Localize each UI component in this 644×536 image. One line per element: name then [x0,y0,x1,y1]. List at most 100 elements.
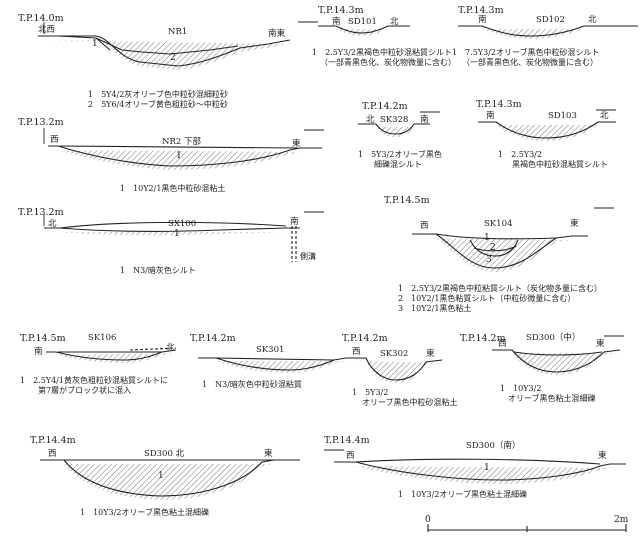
sk302-name: SK302 [380,349,409,359]
sk104-legend-3: 3 10Y2/1黒色粘土 [398,304,472,313]
sd300n-legend-1: 1 10Y3/2オリーブ黒色粘土混細礫 [80,508,209,517]
nr1-layer-2: 2 [170,53,176,63]
sd103-right-dir: 北 [600,111,609,121]
sd101-legend-1: 1 2.5Y3/2黒褐色中粒砂混粘質シルト [312,48,452,57]
sd300m-left-dir: 西 [498,339,507,349]
scale-bar-line [427,524,627,532]
sd102-profile [458,25,638,39]
sd101-left-dir: 南 [332,17,341,27]
nr1-legend-1: 1 5Y4/2灰オリーブ色中粒砂混細粒砂 [88,90,228,99]
sd300n-name: SD300 北 [144,449,185,459]
sk328-profile [358,123,430,137]
sx100-profile [44,221,300,262]
sd101-tp-label: T.P.14.3m [318,5,364,16]
sd102-left-dir: 南 [478,15,487,25]
nr2-name: NR2 下部 [162,137,201,147]
sd300s-legend-1: 1 10Y3/2オリーブ黒色粘土混細礫 [398,490,527,499]
nr2-right-dir: 東 [292,139,301,149]
sd300m-legend-1: 1 10Y3/2 [500,384,542,393]
sd101-legend-2: （一部青黒色化、炭化物微量に含む） [320,58,456,67]
sk106-legend-2: 第7層がブロック状に混入 [38,386,132,395]
sd300s-profile [334,458,626,484]
sk301-profile [198,357,347,373]
sd103-name: SD103 [548,111,577,121]
sd103-left-dir: 南 [486,111,495,121]
sd300s-right-dir: 東 [598,451,607,461]
sk328-tp-label: T.P.14.2m [362,101,408,112]
sd101-name: SD101 [348,17,377,27]
nr2-profile [48,145,322,170]
sd300m-right-dir: 東 [596,339,605,349]
sk104-layer-1: 1 [484,233,490,243]
nr2-tp-label: T.P.13.2m [18,117,64,128]
sk328-left-dir: 北 [366,115,375,125]
sk302-right-dir: 東 [426,349,435,359]
nr1-tp-label: T.P.14.0m [18,13,64,24]
sk104-left-dir: 西 [420,221,429,231]
sd102-legend-1: 1 7.5Y3/2オリーブ黒色中粒砂混シルト [452,48,600,57]
sk104-tp-label: T.P.14.5m [384,195,430,206]
sk106-left-dir: 南 [34,347,43,357]
sd102-tp-label: T.P.14.3m [458,5,504,16]
sk106-name: SK106 [88,333,117,343]
sk106-profile [46,347,177,363]
tp-ticks [43,21,624,451]
scale-bar-end: 2m [614,515,629,525]
sk302-legend-2: オリーブ黒色中粒砂混粘土 [362,398,458,407]
sk104-legend-1: 1 2.5Y3/2黒褐色中粒粘質シルト（炭化物多量に含む） [398,284,602,293]
sk302-left-dir: 西 [352,347,361,357]
nr1-left-dir: 北西 [38,25,56,35]
sd300n-left-dir: 西 [48,449,57,459]
sd101-right-dir: 北 [390,17,399,27]
sx100-tp-label: T.P.13.2m [18,207,64,218]
sx100-side-note: 側溝 [300,252,316,261]
sk104-layer-2: 2 [490,243,496,253]
sd102-right-dir: 北 [588,15,597,25]
nr1-name: NR1 [168,27,188,37]
sk328-legend-2: 細礫混シルト [374,160,422,169]
sk302-profile [346,357,443,383]
sx100-legend-1: 1 N3/暗灰色シルト [120,266,196,275]
sd103-legend-1: 1 2.5Y3/2 [498,150,542,159]
sk104-legend-2: 2 10Y2/1黒色粘質シルト（中粒砂微量に含む） [398,294,576,303]
sd300n-layer-1: 1 [158,471,164,481]
sd300n-right-dir: 東 [264,449,273,459]
sk301-legend-1: 1 N3/暗灰色中粒砂混粘質 [202,380,302,389]
sk302-legend-1: 1 5Y3/2 [352,388,389,397]
nr1-right-dir: 南東 [268,29,286,39]
sd300n-tp-label: T.P.14.4m [30,435,76,446]
sd300s-layer-1: 1 [484,463,490,473]
sk106-tp-label: T.P.14.5m [20,333,66,344]
sk104-name: SK104 [484,219,513,229]
sk301-tp-label: T.P.14.2m [190,333,236,344]
scale-bar-start: 0 [425,515,431,525]
sx100-name: SX100 [168,219,197,229]
sd300s-left-dir: 西 [346,451,355,461]
sx100-right-dir: 南 [290,217,299,227]
sk301-name: SK301 [256,345,285,355]
sd300m-profile [492,349,621,375]
sd103-legend-2: 黒褐色中粒砂混粘質シルト [512,160,608,169]
sk302-tp-label: T.P.14.2m [342,333,388,344]
sk104-right-dir: 東 [570,219,579,229]
nr2-legend-1: 1 10Y2/1黒色中粒砂混粘土 [120,184,226,193]
sk328-legend-1: 1 5Y3/2オリーブ黒色 [358,150,442,159]
sk104-layer-3: 3 [486,255,492,265]
sx100-layer-1: 1 [174,229,180,239]
sx100-left-dir: 北 [48,219,57,229]
sd103-profile [478,121,616,141]
sk328-right-dir: 南 [420,115,429,125]
sk328-name: SK328 [380,115,409,125]
nr2-left-dir: 西 [50,135,59,145]
nr1-layer-1: 1 [92,39,98,49]
sd102-legend-2: （一部青黒色化、炭化物微量に含む） [462,58,598,67]
sk104-profile [412,233,588,272]
sd300m-tp-label: T.P.14.2m [460,333,506,344]
sd300m-legend-2: オリーブ黒色粘土混細礫 [508,394,596,403]
sd103-tp-label: T.P.14.3m [476,99,522,110]
sd102-name: SD102 [536,15,565,25]
sk106-right-dir: 北 [166,343,175,353]
sd300n-profile [40,459,300,500]
sd300m-name: SD300（中） [526,333,581,343]
